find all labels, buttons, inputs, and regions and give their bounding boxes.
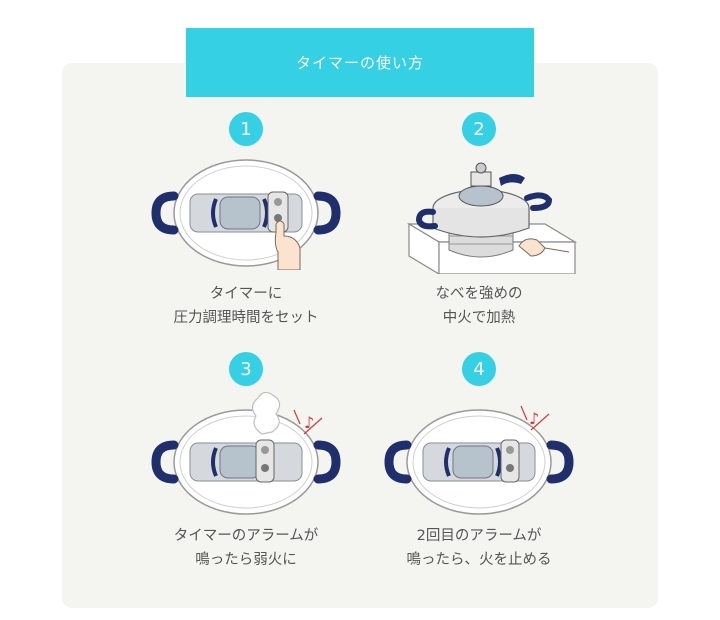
step-caption: 2回目のアラームが 鳴ったら、火を止める — [406, 528, 552, 568]
page-title: タイマーの使い方 — [186, 28, 534, 97]
step-3: 3 ♪ タイマーのアラームが 鳴ったら弱火に — [116, 352, 376, 582]
pot-alarm-icon: ♪ — [384, 405, 574, 515]
step-caption: タイマーのアラームが 鳴ったら弱火に — [173, 528, 319, 568]
step-caption: なべを強めの 中火で加熱 — [435, 286, 523, 326]
svg-text:♪: ♪ — [304, 413, 314, 432]
pot-on-stove-icon — [406, 162, 578, 274]
pot-top-view-finger-icon — [151, 159, 341, 270]
step-number-badge: 4 — [462, 352, 496, 386]
step-caption: タイマーに 圧力調理時間をセット — [173, 286, 319, 326]
pot-steam-alarm-icon: ♪ — [151, 391, 341, 515]
step-number-badge: 2 — [462, 112, 496, 146]
svg-text:♪: ♪ — [529, 409, 539, 428]
step-number-badge: 1 — [229, 112, 263, 146]
step-1: 1 タイマーに 圧力調理時間をセット — [116, 112, 376, 332]
instruction-panel — [62, 63, 658, 608]
step-number-badge: 3 — [229, 352, 263, 386]
step-2: 2 なべを強めの 中火で加熱 — [349, 112, 609, 332]
step-4: 4 ♪ 2回目のアラームが 鳴ったら、火を止める — [349, 352, 609, 582]
